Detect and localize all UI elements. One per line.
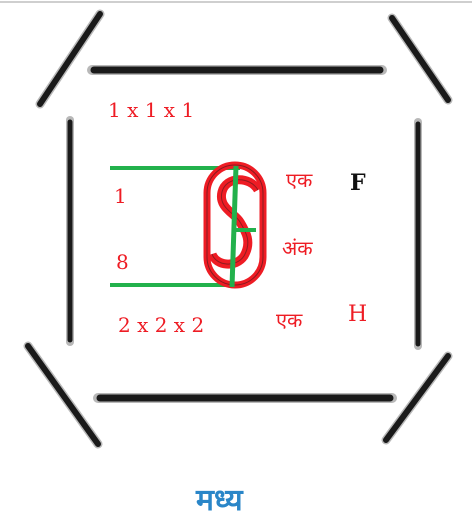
frame-corner-bottom-right	[381, 351, 453, 445]
number-eight-label: 8	[116, 250, 129, 274]
frame-corner-top-left	[35, 9, 105, 109]
number-one-label: 1	[114, 184, 127, 208]
letter-h-label: H	[348, 302, 368, 327]
letter-f-label: F	[350, 170, 366, 196]
ek-top-label: एक	[286, 168, 313, 192]
bottom-expression-label: 2 x 2 x 2	[118, 313, 205, 337]
caption-label: मध्य	[196, 483, 243, 518]
ek-bottom-label: एक	[276, 308, 303, 332]
red-s-on-green-rod-icon	[203, 161, 267, 289]
frame-corner-top-right	[387, 13, 453, 105]
frame-corner-bottom-left	[23, 341, 103, 449]
top-expression-label: 1 x 1 x 1	[108, 98, 195, 122]
ank-label: अंक	[282, 236, 313, 260]
